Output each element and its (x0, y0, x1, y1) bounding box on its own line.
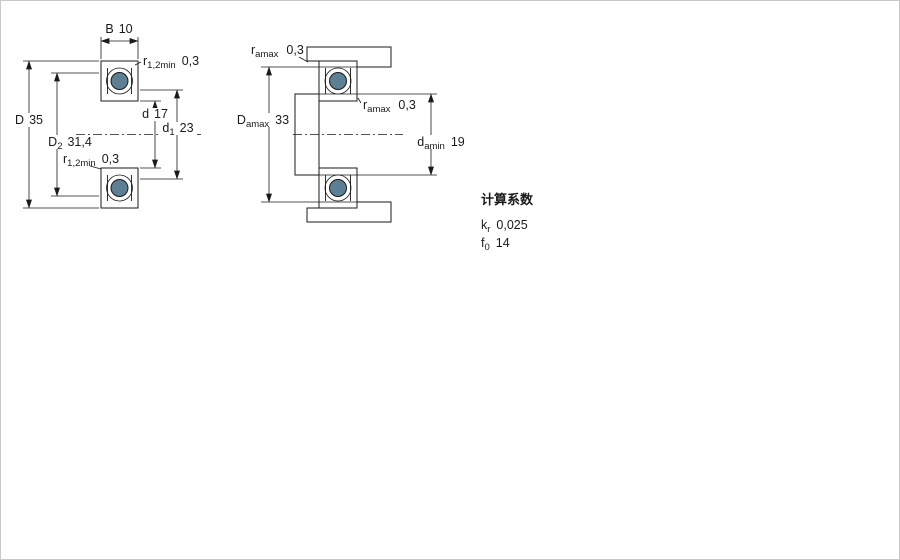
top-ball (110, 72, 129, 90)
mounted-bottom-ball (329, 179, 347, 197)
mounted-top-ball (329, 72, 347, 90)
ra-top-leader (298, 56, 309, 63)
housing-section-bottom (306, 201, 392, 223)
d2-label-mask (45, 135, 95, 149)
r12-side-leader (89, 165, 102, 170)
d1-label-mask (160, 122, 197, 135)
r12-top-leader (134, 61, 142, 66)
top-ring-section (100, 60, 139, 102)
bottom-ball (110, 179, 129, 197)
mounted-bottom-ring-section (318, 167, 358, 209)
housing-section-top (306, 46, 392, 68)
Da-label-mask (235, 113, 293, 127)
da-label-mask (413, 135, 469, 149)
d-bore-label-mask (140, 108, 171, 121)
bottom-ring-section (100, 167, 139, 209)
shaft-shoulder-section (294, 93, 320, 176)
ra-mid-leader (357, 97, 362, 104)
mounted-top-ring-section (318, 60, 358, 102)
calculation-factors-title: 计算系数 (481, 192, 534, 207)
d-outer-label-mask (12, 113, 46, 127)
